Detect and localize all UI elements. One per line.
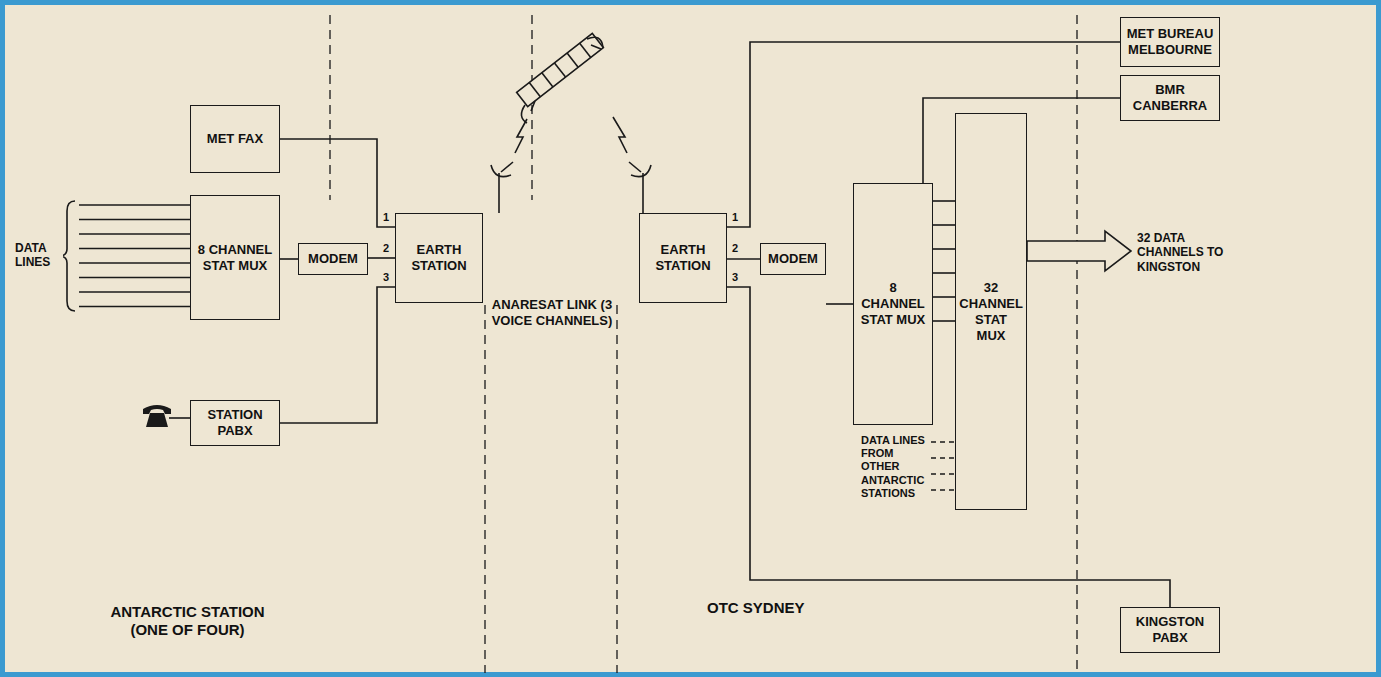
- data-line: [79, 306, 190, 308]
- box-label: STATION PABX: [195, 407, 275, 439]
- signal-line: [280, 287, 395, 423]
- output-arrow: [1027, 231, 1131, 271]
- box-label: MET FAX: [207, 131, 263, 147]
- equipment-box: KINGSTON PABX: [1120, 607, 1220, 653]
- signal-line: [280, 258, 298, 260]
- box-label: 32 CHANNEL STAT MUX: [959, 280, 1022, 344]
- port-number: 3: [383, 271, 389, 284]
- equipment-box: BMR CANBERRA: [1120, 75, 1220, 121]
- equipment-box: EARTH STATION: [395, 213, 483, 303]
- equipment-box: MET FAX: [190, 105, 280, 173]
- data-line: [79, 277, 190, 279]
- satellite-antenna: [521, 101, 535, 123]
- box-label: EARTH STATION: [644, 242, 722, 274]
- data-line: [79, 204, 190, 206]
- equipment-box: MET BUREAU MELBOURNE: [1120, 17, 1220, 67]
- radio-link-symbol: [515, 119, 527, 153]
- satellite-antenna: [587, 37, 603, 49]
- signal-line: [368, 257, 395, 259]
- port-number: 2: [732, 242, 738, 255]
- box-label: BMR CANBERRA: [1125, 82, 1215, 114]
- signal-line: [727, 258, 760, 260]
- region-label: ANTARCTIC STATION (ONE OF FOUR): [95, 603, 280, 639]
- satellite-symbol: [517, 33, 604, 106]
- data-line: [79, 248, 190, 250]
- box-label: MET BUREAU MELBOURNE: [1125, 26, 1215, 58]
- port-number: 1: [732, 211, 738, 224]
- box-label: EARTH STATION: [400, 242, 478, 274]
- data-line: [79, 219, 190, 221]
- data-line: [79, 262, 190, 264]
- box-label: KINGSTON PABX: [1125, 614, 1215, 646]
- equipment-box: MODEM: [760, 243, 826, 275]
- box-label: 8 CHANNEL STAT MUX: [195, 242, 275, 274]
- equipment-box: MODEM: [298, 243, 368, 275]
- port-number: 2: [383, 242, 389, 255]
- data-line: [79, 233, 190, 235]
- signal-line: [280, 139, 395, 227]
- brace: [61, 201, 75, 311]
- dish-antenna: [491, 162, 651, 213]
- signal-line: [933, 296, 955, 298]
- annotation-label: DATA LINES: [15, 241, 63, 270]
- phone-line: [169, 417, 190, 419]
- box-label: MODEM: [308, 251, 358, 267]
- equipment-box: 8 CHANNEL STAT MUX: [853, 183, 933, 425]
- equipment-box: EARTH STATION: [639, 213, 727, 303]
- telephone-symbol: [143, 405, 171, 427]
- signal-line: [826, 303, 853, 305]
- signal-line: [933, 248, 955, 250]
- signal-line: [933, 320, 955, 322]
- region-label: OTC SYDNEY: [707, 599, 817, 617]
- annotation-label: DATA LINES FROM OTHER ANTARCTIC STATIONS: [861, 434, 929, 500]
- signal-line: [727, 287, 1170, 607]
- equipment-box: 32 CHANNEL STAT MUX: [955, 113, 1027, 510]
- equipment-box: STATION PABX: [190, 400, 280, 446]
- signal-line: [933, 200, 955, 202]
- region-divider: [330, 15, 1077, 673]
- region-label: ANARESAT LINK (3 VOICE CHANNELS): [491, 297, 613, 328]
- port-number: 3: [732, 271, 738, 284]
- annotation-label: 32 DATA CHANNELS TO KINGSTON: [1137, 231, 1249, 274]
- data-line-bundle: [79, 205, 190, 307]
- data-line: [79, 291, 190, 293]
- box-label: 8 CHANNEL STAT MUX: [858, 280, 928, 328]
- port-number: 1: [383, 211, 389, 224]
- radio-link-symbol: [613, 117, 627, 153]
- signal-line: [933, 272, 955, 274]
- box-label: MODEM: [768, 251, 818, 267]
- equipment-box: 8 CHANNEL STAT MUX: [190, 195, 280, 320]
- dashed-data-line: [931, 442, 955, 490]
- signal-line: [933, 224, 955, 226]
